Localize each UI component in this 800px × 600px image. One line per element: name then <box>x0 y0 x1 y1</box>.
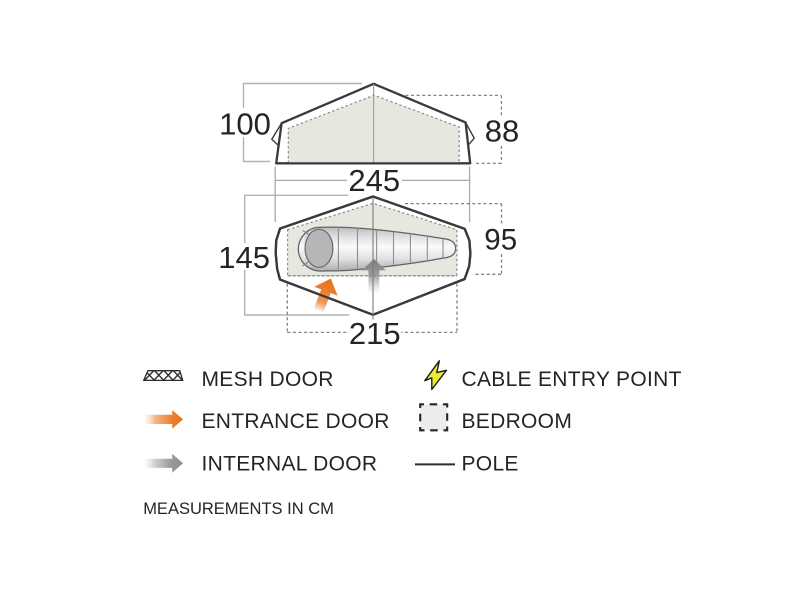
svg-text:ENTRANCE DOOR: ENTRANCE DOOR <box>202 410 390 433</box>
svg-text:MESH DOOR: MESH DOOR <box>202 368 334 391</box>
svg-text:100: 100 <box>219 106 271 141</box>
svg-text:BEDROOM: BEDROOM <box>462 410 573 433</box>
svg-text:215: 215 <box>349 316 401 351</box>
svg-text:CABLE ENTRY POINT: CABLE ENTRY POINT <box>462 368 682 391</box>
svg-text:95: 95 <box>484 223 517 256</box>
svg-text:POLE: POLE <box>462 453 519 476</box>
svg-text:245: 245 <box>348 163 400 198</box>
svg-text:145: 145 <box>218 240 270 275</box>
svg-text:MEASUREMENTS IN CM: MEASUREMENTS IN CM <box>143 500 334 518</box>
svg-text:88: 88 <box>485 114 519 149</box>
svg-text:INTERNAL DOOR: INTERNAL DOOR <box>202 453 378 476</box>
